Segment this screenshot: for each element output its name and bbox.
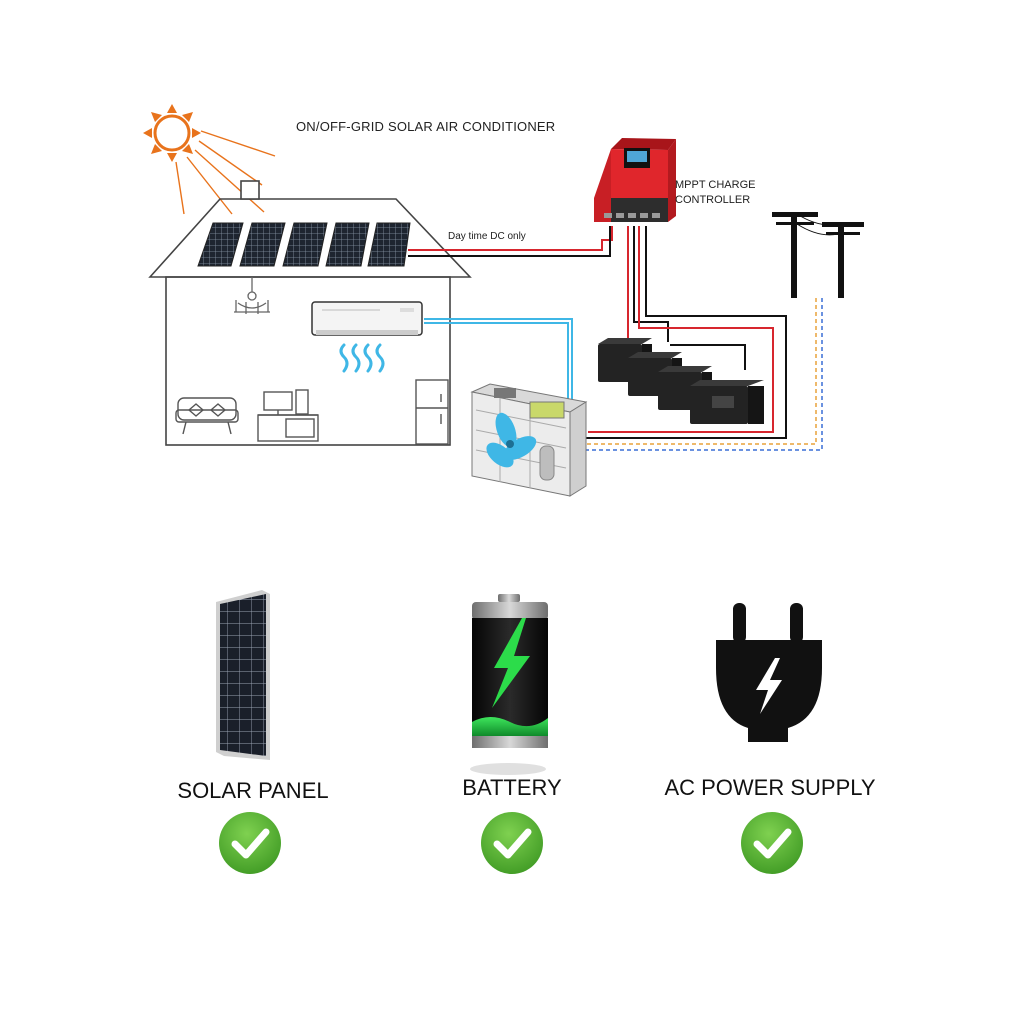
indoor-ac-unit	[311, 301, 423, 336]
plug-icon	[716, 603, 822, 742]
diagram-title: ON/OFF-GRID SOLAR AIR CONDITIONER	[296, 119, 556, 134]
checkmark-icon	[219, 812, 281, 874]
ac-grid-wiring	[580, 298, 823, 451]
checkmark-icon	[481, 812, 543, 874]
mppt-charge-controller	[594, 138, 676, 222]
desk-computer-icon	[257, 389, 319, 442]
battery-bank	[598, 338, 764, 424]
utility-pole-icon	[772, 212, 864, 298]
outdoor-ac-unit	[470, 383, 588, 497]
roof-solar-array	[197, 222, 411, 267]
chandelier-icon	[234, 277, 270, 314]
sofa-icon	[175, 397, 239, 435]
controller-label-line-1: MPPT CHARGE	[675, 179, 756, 191]
controller-label-line-2: CONTROLLER	[675, 194, 751, 206]
refrigerant-line	[424, 318, 573, 430]
house	[148, 180, 472, 446]
solar-panel-label: SOLAR PANEL	[177, 778, 329, 803]
checkmark-icon	[741, 812, 803, 874]
battery-icon	[470, 594, 548, 775]
ac-power-supply-label: AC POWER SUPPLY	[664, 775, 876, 800]
sun-icon	[143, 104, 276, 215]
dc-wiring	[408, 226, 787, 439]
battery-label: BATTERY	[462, 775, 562, 800]
solar-panel-icon	[216, 590, 270, 760]
fridge-icon	[415, 379, 449, 445]
cool-air-waves-icon	[339, 343, 385, 373]
controller-label: MPPT CHARGE CONTROLLER	[675, 178, 755, 208]
dc-line-label: Day time DC only	[448, 231, 526, 242]
